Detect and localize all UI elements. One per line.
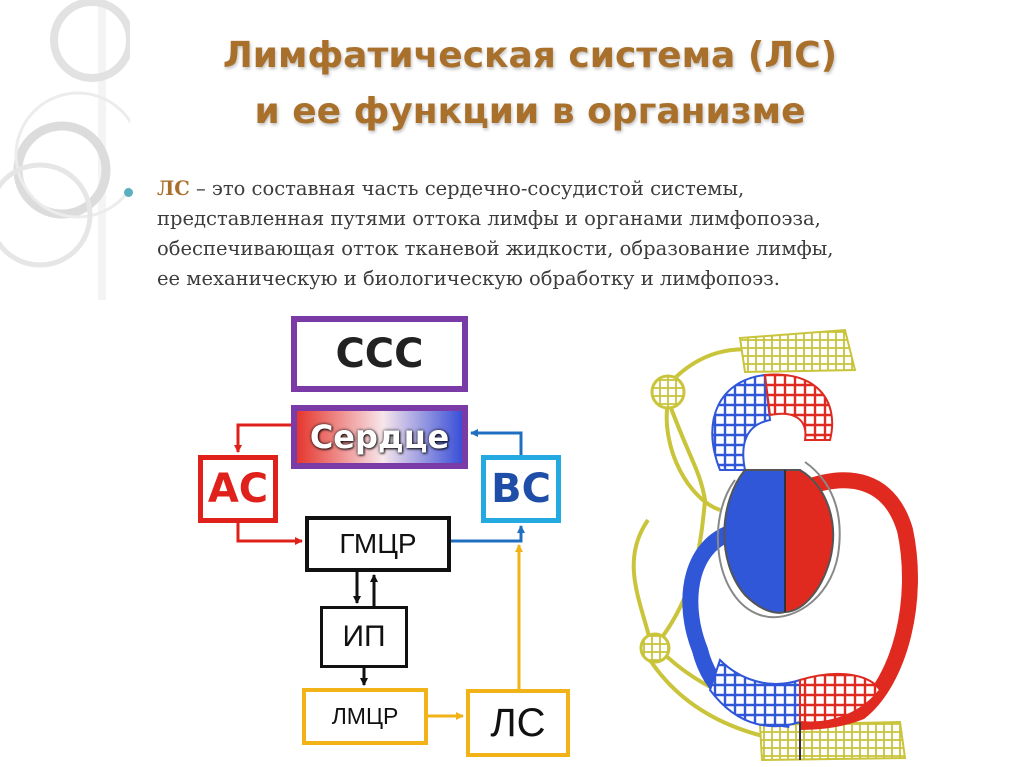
interstitial-space-box: ИП — [320, 606, 408, 668]
venous-system-box: ВС — [481, 455, 561, 523]
hemomicrocirculation-box: ГМЦР — [305, 516, 451, 572]
heart-left-side — [784, 469, 835, 614]
definition-line-3: обеспечивающая отток тканевой жидкости, … — [157, 237, 834, 260]
definition-line-1: – это составная часть сердечно-сосудисто… — [189, 177, 745, 200]
lymph-microcirculation-box: ЛМЦР — [302, 688, 428, 745]
bullet-icon — [124, 188, 133, 197]
lymph-capillaries-upper — [738, 328, 857, 374]
lymph-capillaries-lower — [758, 720, 907, 762]
arrow-bc-to-heart — [470, 429, 523, 455]
decorative-rings — [0, 0, 130, 300]
pulmonary-capillaries-venous — [711, 373, 772, 471]
title-line-1: Лимфатическая система (ЛС) — [222, 35, 838, 76]
arrow-ac-to-gmcr — [236, 523, 303, 545]
pulmonary-capillaries-arterial — [763, 373, 834, 441]
definition-line-2: представленная путями оттока лимфы и орг… — [157, 207, 821, 230]
systemic-capillaries-arterial — [799, 673, 882, 724]
heart-outline — [716, 461, 841, 619]
arrow-heart-to-ac — [234, 423, 291, 453]
definition-line-4: ее механическую и биологическую обработк… — [157, 267, 780, 290]
arrow-gmcr-to-bc — [451, 525, 525, 543]
lymph-node-upper — [650, 374, 686, 410]
slide-title: Лимфатическая система (ЛС) и ее функции … — [90, 28, 970, 140]
definition-term: ЛС — [157, 177, 190, 200]
lymph-node-lower — [639, 632, 671, 664]
definition-paragraph: ЛС – это составная часть сердечно-сосуди… — [157, 174, 1007, 294]
lymphatic-system-box: ЛС — [466, 689, 570, 757]
heart-right-side — [723, 469, 786, 614]
ccc-box: ССС — [291, 316, 468, 392]
title-line-2: и ее функции в организме — [254, 91, 806, 132]
heart-box: Сердце — [291, 405, 468, 469]
arterial-system-box: АС — [198, 455, 278, 523]
systemic-capillaries-venous — [708, 658, 801, 728]
